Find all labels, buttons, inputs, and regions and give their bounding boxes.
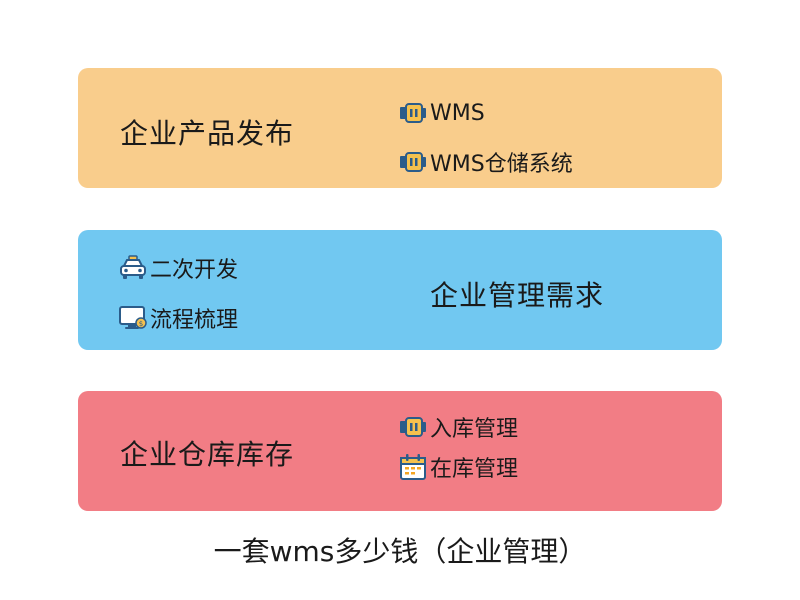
card-warehouse-inventory: 企业仓库库存 入库管理 在库管理 bbox=[78, 391, 722, 511]
list-item: WMS bbox=[398, 98, 485, 128]
calendar-icon bbox=[400, 454, 426, 480]
list-item: 入库管理 bbox=[398, 411, 518, 443]
card-management-needs: 二次开发 $ 流程梳理 企业管理需求 bbox=[78, 230, 722, 350]
monitor-money-icon: $ bbox=[119, 306, 147, 329]
card-title: 企业仓库库存 bbox=[120, 438, 295, 471]
list-item: 在库管理 bbox=[398, 451, 518, 483]
list-item: $ 流程梳理 bbox=[118, 302, 238, 334]
caption: 一套wms多少钱（企业管理） bbox=[213, 535, 587, 568]
card-title: 企业产品发布 bbox=[120, 117, 295, 150]
item-label: WMS仓储系统 bbox=[430, 152, 573, 177]
item-label: 入库管理 bbox=[430, 417, 519, 442]
usb-plug-icon bbox=[400, 103, 426, 123]
usb-plug-icon bbox=[400, 152, 426, 172]
usb-plug-icon bbox=[400, 417, 426, 437]
item-label: 在库管理 bbox=[430, 457, 519, 482]
item-label: 流程梳理 bbox=[150, 308, 239, 333]
card-product-release: 企业产品发布 WMS WMS仓储系统 bbox=[78, 68, 722, 188]
card-title: 企业管理需求 bbox=[430, 279, 605, 312]
item-label: WMS bbox=[430, 100, 485, 126]
svg-text:$: $ bbox=[139, 320, 143, 328]
list-item: 二次开发 bbox=[118, 252, 238, 284]
list-item: WMS仓储系统 bbox=[398, 146, 573, 178]
item-label: 二次开发 bbox=[150, 258, 239, 283]
taxi-icon bbox=[120, 255, 146, 279]
